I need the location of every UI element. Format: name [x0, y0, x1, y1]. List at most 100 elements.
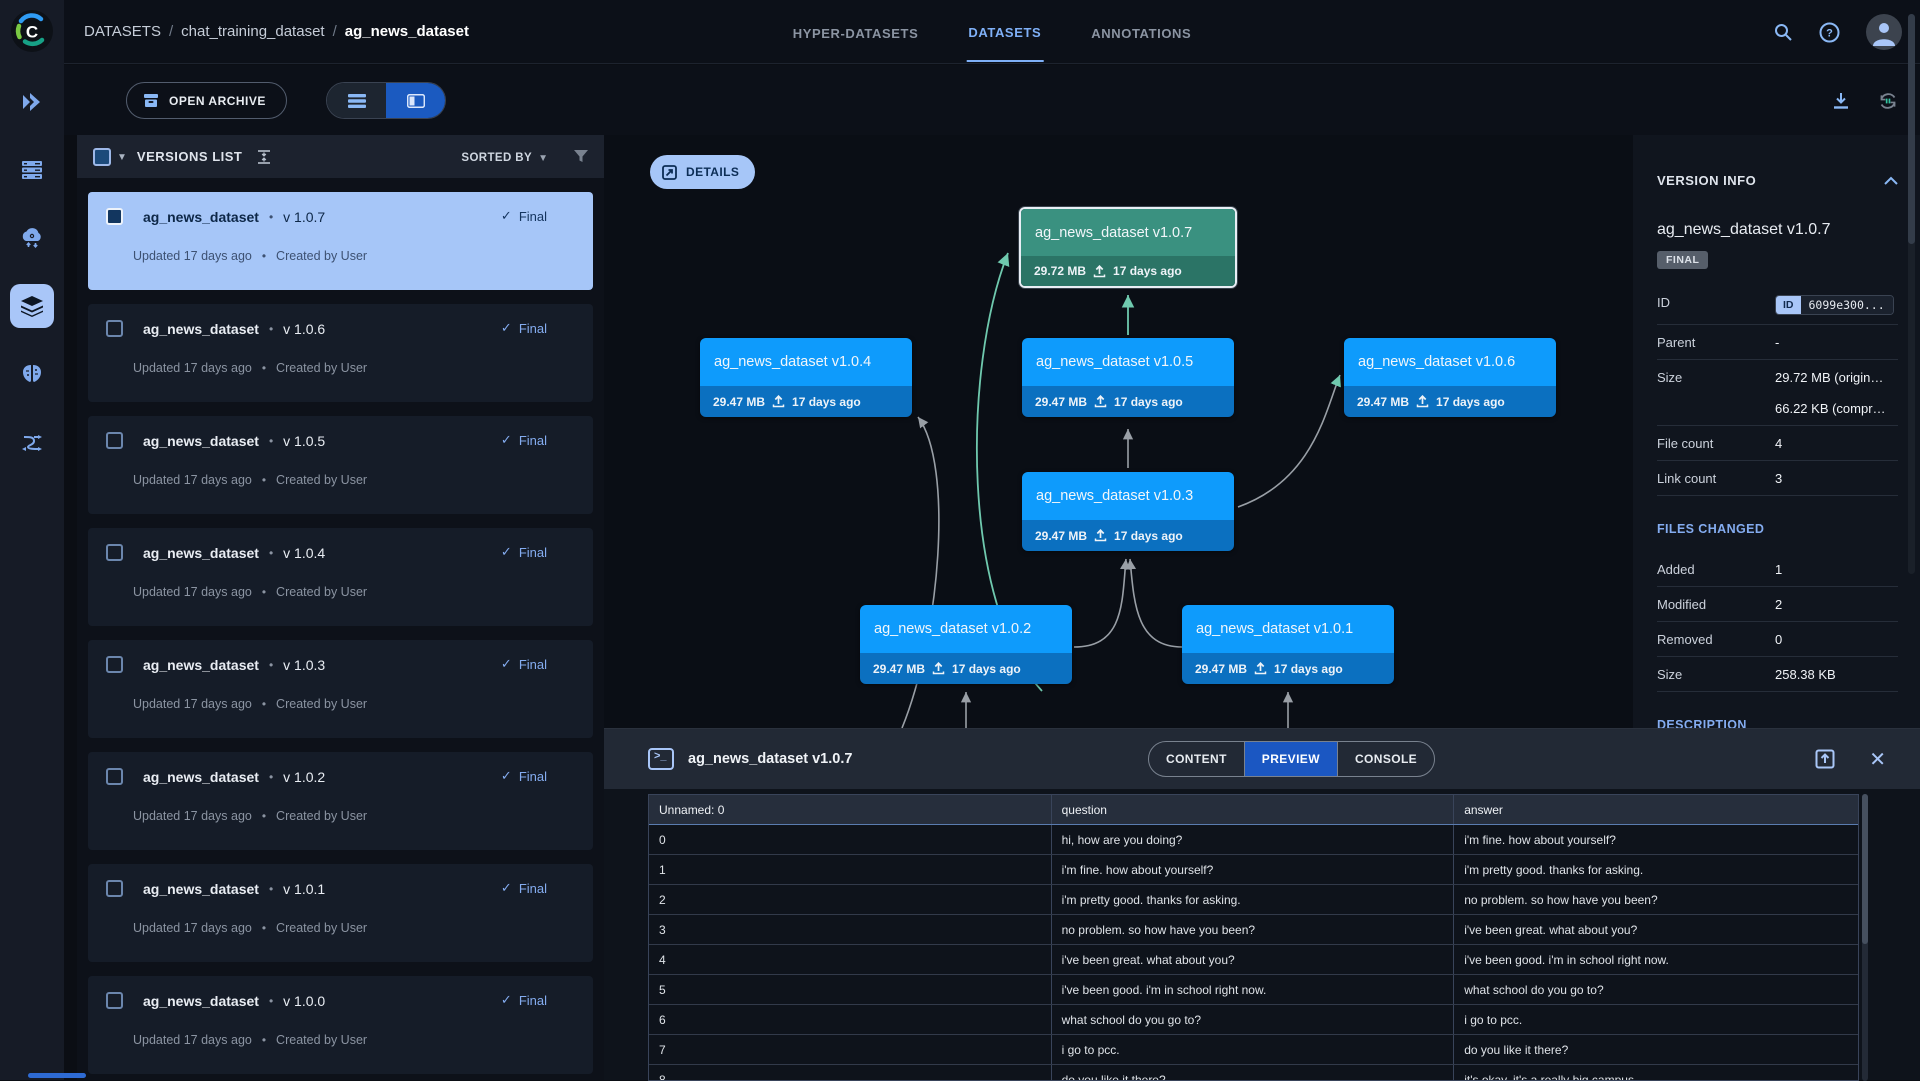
breadcrumb-segment[interactable]: ag_news_dataset: [344, 23, 469, 40]
versions-horizontal-scrollbar[interactable]: [28, 1073, 86, 1078]
chevron-up-icon[interactable]: [1884, 176, 1898, 185]
dot-separator: •: [261, 809, 267, 823]
preview-tab-preview[interactable]: PREVIEW: [1244, 742, 1338, 776]
select-dropdown-caret[interactable]: ▼: [117, 152, 127, 163]
select-all-checkbox[interactable]: [93, 147, 111, 166]
info-panel-scrollbar-track[interactable]: [1908, 14, 1915, 574]
dot-separator: •: [261, 921, 267, 935]
breadcrumb-segment[interactable]: DATASETS: [84, 23, 161, 40]
final-label: Final: [518, 544, 547, 560]
breadcrumb: DATASETS/chat_training_dataset/ag_news_d…: [84, 23, 469, 40]
table-cell: it's okay. it's a really big campus.: [1464, 1072, 1638, 1081]
dot-separator: •: [261, 585, 267, 599]
versions-panel: ▼ VERSIONS LIST SORTED BY▼ ag_news_datas…: [77, 135, 604, 1080]
row-checkbox[interactable]: [106, 768, 123, 785]
expand-panel-icon[interactable]: [1815, 749, 1835, 769]
version-number: v 1.0.2: [283, 768, 326, 785]
workers-icon[interactable]: [10, 148, 54, 192]
help-icon[interactable]: ?: [1819, 22, 1840, 43]
node-size: 29.47 MB: [873, 661, 926, 676]
details-button[interactable]: DETAILS: [650, 155, 756, 189]
row-checkbox[interactable]: [106, 992, 123, 1009]
top-bar: DATASETS/chat_training_dataset/ag_news_d…: [64, 0, 1920, 64]
field-label: ID: [1657, 295, 1670, 310]
field-value: 3: [1775, 471, 1782, 486]
tab-annotations[interactable]: ANNOTATIONS: [1091, 26, 1192, 41]
table-cell: 4: [649, 945, 1052, 974]
table-cell: 2: [649, 885, 1052, 914]
sorted-by-control[interactable]: SORTED BY▼: [461, 151, 548, 164]
table-view-button[interactable]: [327, 83, 386, 118]
archive-icon: [143, 93, 159, 108]
field-label: Parent: [1657, 335, 1696, 350]
row-checkbox[interactable]: [106, 880, 123, 897]
column-header[interactable]: Unnamed: 0: [649, 795, 1052, 824]
preview-tab-console[interactable]: CONSOLE: [1354, 752, 1418, 766]
pipelines-icon[interactable]: [10, 420, 54, 464]
info-panel-scrollbar-thumb[interactable]: [1908, 14, 1915, 244]
filter-icon[interactable]: [574, 150, 588, 163]
split-view-button[interactable]: [386, 83, 445, 118]
table-cell: i go to pcc.: [1052, 1035, 1455, 1064]
column-header[interactable]: question: [1052, 795, 1455, 824]
user-avatar[interactable]: [1866, 14, 1902, 50]
launch-icon[interactable]: [10, 80, 54, 124]
dot-separator: •: [268, 321, 274, 336]
dot-separator: •: [261, 361, 267, 375]
version-name: ag_news_dataset: [143, 768, 259, 785]
row-checkbox[interactable]: [106, 656, 123, 673]
preview-tab-content[interactable]: CONTENT: [1149, 742, 1245, 776]
clearml-logo[interactable]: C: [11, 10, 53, 52]
download-icon[interactable]: [1832, 92, 1850, 110]
updated-text: Updated 17 days ago: [133, 1033, 252, 1047]
cloud-gear-icon[interactable]: [10, 216, 54, 260]
check-icon: ✓: [500, 544, 512, 559]
open-archive-label: OPEN ARCHIVE: [169, 93, 266, 108]
column-header[interactable]: answer: [1464, 802, 1503, 817]
close-panel-icon[interactable]: ✕: [1869, 748, 1886, 771]
auto-refresh-icon[interactable]: [1878, 91, 1898, 111]
tab-datasets[interactable]: DATASETS: [966, 2, 1044, 62]
row-checkbox[interactable]: [106, 544, 123, 561]
collapse-rows-icon[interactable]: [256, 149, 272, 165]
datasets-layers-icon[interactable]: [10, 284, 54, 328]
row-checkbox[interactable]: [106, 432, 123, 449]
search-icon[interactable]: [1773, 22, 1793, 42]
row-checkbox[interactable]: [106, 320, 123, 337]
breadcrumb-segment[interactable]: chat_training_dataset: [181, 23, 325, 40]
table-scrollbar-thumb[interactable]: [1862, 794, 1868, 944]
final-status-badge: ✓Final: [501, 880, 547, 896]
check-icon: ✓: [500, 768, 512, 783]
tab-hyper-datasets[interactable]: HYPER-DATASETS: [792, 26, 919, 41]
open-archive-button[interactable]: OPEN ARCHIVE: [126, 82, 287, 119]
models-brain-icon[interactable]: [10, 352, 54, 396]
row-checkbox[interactable]: [106, 208, 123, 225]
